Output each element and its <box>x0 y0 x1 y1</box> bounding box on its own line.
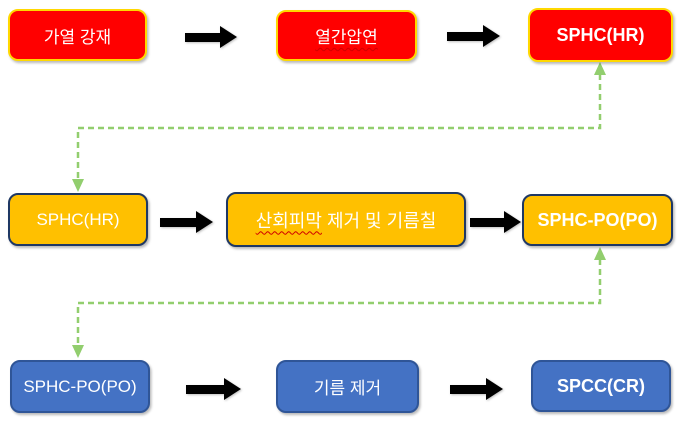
connector-sphc-po-to-row3 <box>72 247 606 358</box>
box-label: 산회피막 제거 및 기름칠 <box>256 207 437 233</box>
arrowhead-up-icon <box>594 62 606 75</box>
box-oxide-removal-oiling: 산회피막 제거 및 기름칠 <box>226 192 466 247</box>
arrowhead-down-icon <box>72 345 84 358</box>
flow-arrow-icon <box>470 210 521 234</box>
box-sphc-hr-input: SPHC(HR) <box>8 193 148 246</box>
flow-arrow-icon <box>185 25 237 49</box>
misspelled-word: 산회피막 <box>255 210 322 231</box>
box-label-rest: 제거 및 기름칠 <box>321 210 437 231</box>
connector-sphc-hr-to-row2 <box>72 62 606 192</box>
box-label: 열간압연 <box>315 28 378 47</box>
box-label: SPHC(HR) <box>556 24 645 45</box>
box-label: SPCC(CR) <box>557 375 645 396</box>
box-label: 기름 제거 <box>313 379 382 398</box>
box-heated-steel: 가열 강재 <box>8 9 147 61</box>
flow-arrow-icon <box>447 24 500 48</box>
flow-arrow-icon <box>186 377 241 401</box>
box-sphc-po-result: SPHC-PO(PO) <box>522 194 673 246</box>
box-sphc-hr-result: SPHC(HR) <box>528 8 673 62</box>
arrowhead-down-icon <box>72 179 84 192</box>
box-label: SPHC-PO(PO) <box>537 209 658 230</box>
box-spcc-cr-result: SPCC(CR) <box>531 360 671 412</box>
arrowhead-up-icon <box>594 247 606 260</box>
box-oil-removal: 기름 제거 <box>276 360 419 413</box>
box-label: SPHC-PO(PO) <box>23 376 137 396</box>
box-sphc-po-input: SPHC-PO(PO) <box>10 360 150 413</box>
flow-arrow-icon <box>450 377 503 401</box>
flow-arrow-icon <box>160 210 213 234</box>
box-hot-rolling: 열간압연 <box>276 10 417 61</box>
box-label: SPHC(HR) <box>36 209 120 229</box>
box-label: 가열 강재 <box>43 27 112 47</box>
